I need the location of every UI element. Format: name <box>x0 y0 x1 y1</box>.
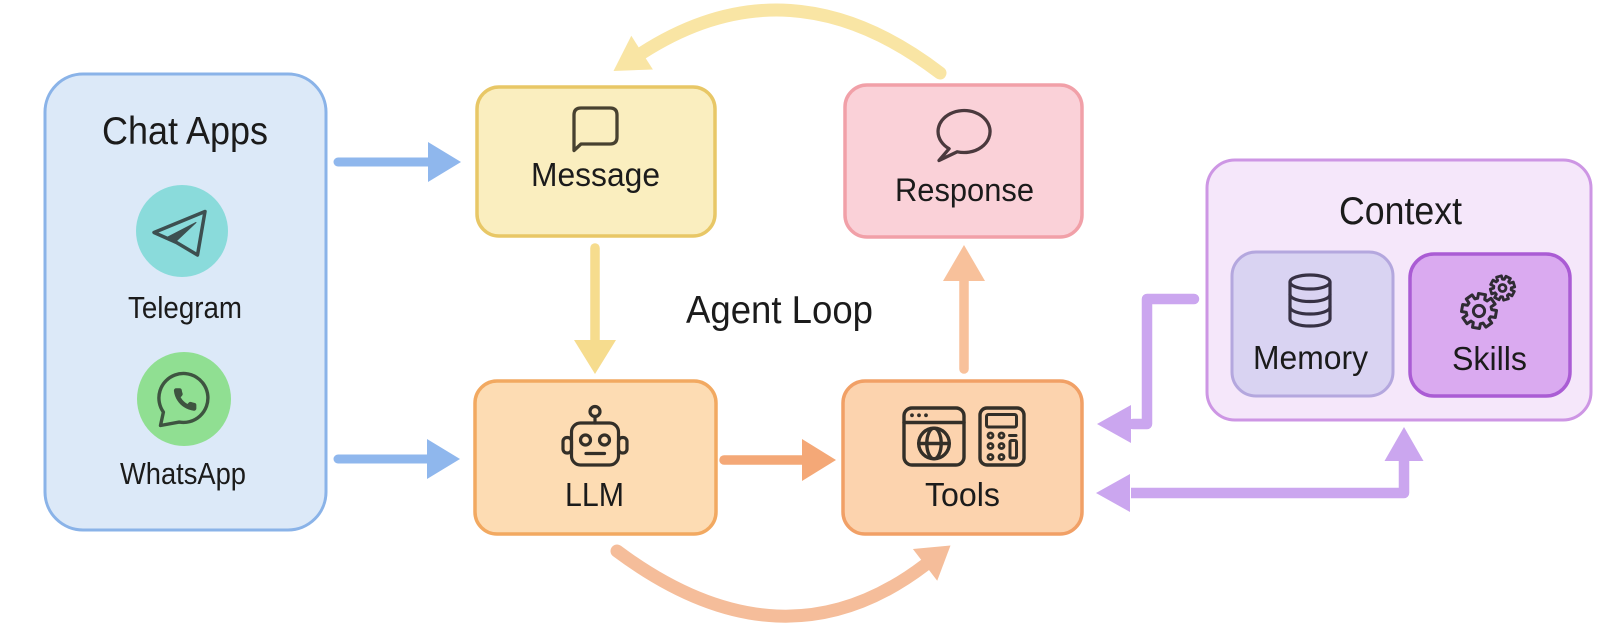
svg-text:Memory: Memory <box>1253 339 1368 376</box>
svg-text:Response: Response <box>895 172 1034 208</box>
svg-text:Telegram: Telegram <box>128 290 242 325</box>
svg-text:Context: Context <box>1339 190 1462 233</box>
svg-text:Tools: Tools <box>925 476 1000 513</box>
svg-text:Agent Loop: Agent Loop <box>686 289 873 332</box>
svg-text:Skills: Skills <box>1452 340 1527 377</box>
svg-text:LLM: LLM <box>565 476 624 513</box>
svg-text:Message: Message <box>531 156 660 193</box>
svg-text:WhatsApp: WhatsApp <box>120 456 246 491</box>
svg-text:Chat Apps: Chat Apps <box>102 110 268 153</box>
